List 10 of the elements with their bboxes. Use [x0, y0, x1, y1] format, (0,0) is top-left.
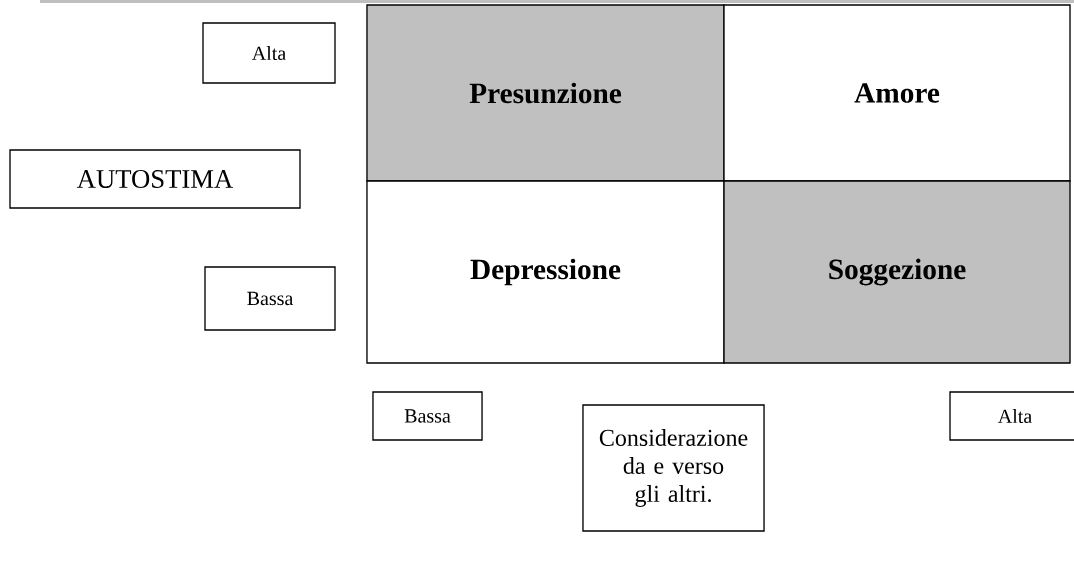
- label-box: AUTOSTIMA: [9, 149, 301, 209]
- label-box: Considerazione da e verso gli altri.: [582, 404, 765, 532]
- label-box: Alta: [202, 22, 336, 84]
- quadrant-cell: Presunzione: [366, 4, 725, 182]
- label-box: Bassa: [372, 391, 483, 441]
- label-box: Alta: [949, 391, 1074, 441]
- quadrant-cell: Amore: [723, 4, 1071, 182]
- label-box: Bassa: [204, 266, 336, 331]
- quadrant-cell: Soggezione: [723, 180, 1071, 364]
- quadrant-cell: Depressione: [366, 180, 725, 364]
